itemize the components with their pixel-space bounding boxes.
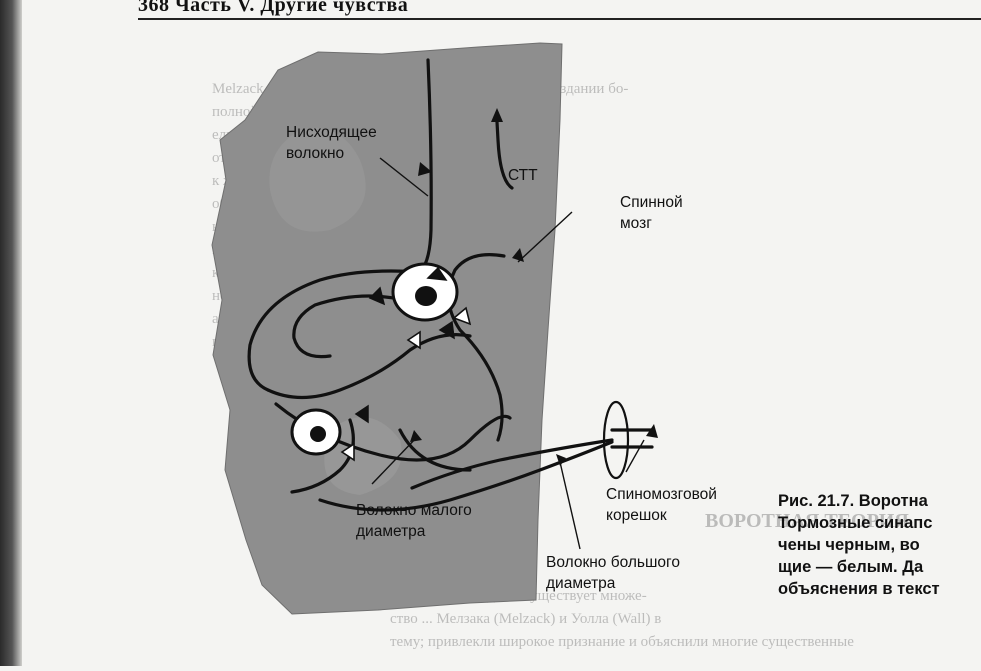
label-spinal-root: Спиномозговой корешок <box>606 484 717 526</box>
caption-line: Тормозные синапс <box>778 512 981 534</box>
caption-line: чены черным, во <box>778 534 981 556</box>
label-descending-fiber: Нисходящее волокно <box>286 122 377 164</box>
label-spinal-cord: Спинной мозг <box>620 192 683 234</box>
figure-caption: Рис. 21.7. Воротна Тормозные синапс чены… <box>778 490 981 600</box>
caption-line: щие — белым. Да <box>778 556 981 578</box>
label-small-fiber: Волокно малого диаметра <box>356 500 472 542</box>
caption-line: Рис. 21.7. Воротна <box>778 490 981 512</box>
caption-line: объяснения в текст <box>778 578 981 600</box>
label-stt: СТТ <box>508 165 538 186</box>
label-large-fiber: Волокно большого диаметра <box>546 552 680 594</box>
